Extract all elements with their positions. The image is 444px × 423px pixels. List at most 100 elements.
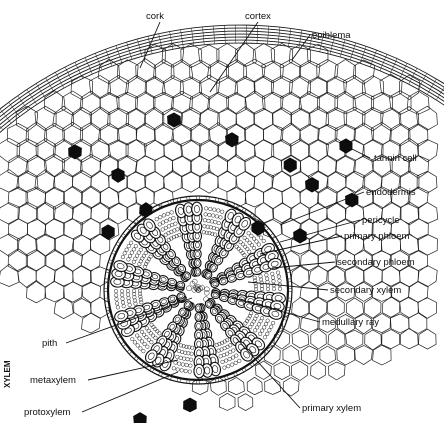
tannin-cell	[69, 145, 82, 159]
phloem-cell	[176, 368, 180, 372]
parenchyma-cell	[154, 123, 174, 146]
phloem-cell	[181, 363, 185, 367]
phloem-cell	[278, 279, 282, 283]
parenchyma-cell	[172, 156, 191, 177]
parenchyma-cell	[17, 139, 38, 163]
phloem-cell	[228, 357, 232, 361]
parenchyma-cell	[181, 107, 201, 130]
phloem-cell	[130, 251, 134, 255]
phloem-cell	[277, 275, 281, 279]
parenchyma-cell	[199, 108, 220, 131]
parenchyma-cell	[199, 171, 218, 194]
parenchyma-cell	[100, 92, 119, 114]
phloem-cell	[235, 354, 239, 358]
parenchyma-cell	[219, 393, 235, 410]
phloem-cell	[231, 356, 235, 360]
parenchyma-cell	[227, 93, 247, 115]
phloem-cell	[221, 360, 225, 364]
parenchyma-cell	[126, 139, 146, 162]
phloem-cell	[238, 359, 242, 363]
tannin-cell	[102, 225, 114, 239]
parenchyma-cell	[409, 281, 429, 302]
phloem-cell	[159, 215, 163, 219]
parenchyma-cell	[90, 107, 110, 131]
phloem-cell	[268, 329, 272, 333]
phloem-cell	[158, 332, 162, 336]
phloem-cell	[265, 277, 269, 281]
phloem-cell	[209, 207, 213, 211]
parenchyma-cell	[283, 346, 300, 364]
parenchyma-cell	[16, 106, 38, 131]
phloem-cell	[114, 294, 118, 298]
phloem-cell	[139, 248, 143, 252]
parenchyma-cell	[36, 139, 56, 162]
phloem-cell	[145, 327, 149, 331]
parenchyma-cell	[345, 171, 364, 193]
parenchyma-cell	[335, 155, 355, 177]
parenchyma-cell	[62, 91, 83, 115]
parenchyma-cell	[227, 154, 245, 176]
phloem-cell	[253, 329, 257, 333]
parenchyma-cell	[407, 91, 429, 114]
parenchyma-cell	[419, 329, 437, 349]
parenchyma-cell	[400, 202, 419, 225]
parenchyma-cell	[281, 92, 302, 115]
phloem-cell	[168, 218, 172, 222]
parenchyma-cell	[281, 123, 302, 146]
parenchyma-cell	[265, 378, 281, 394]
parenchyma-cell	[245, 91, 265, 115]
xylem-vessel	[195, 304, 201, 312]
xylem-vessel	[195, 313, 202, 322]
phloem-cell	[237, 247, 241, 251]
phloem-cell	[126, 293, 130, 297]
cork-cell-wall	[85, 58, 92, 74]
phloem-cell	[265, 273, 269, 277]
parenchyma-cell	[274, 362, 290, 380]
phloem-cell	[132, 248, 136, 252]
parenchyma-cell	[354, 123, 374, 145]
parenchyma-cell	[245, 156, 264, 178]
label-cortex: cortex	[245, 11, 271, 22]
parenchyma-cell	[355, 346, 373, 365]
parenchyma-cell	[263, 156, 282, 178]
parenchyma-cell	[8, 219, 27, 241]
phloem-cell	[166, 212, 170, 216]
cork-cell-wall	[75, 62, 83, 78]
label-metaxylem: metaxylem	[30, 375, 76, 386]
parenchyma-cell	[63, 249, 82, 271]
phloem-cell	[136, 344, 140, 348]
parenchyma-cell	[26, 187, 46, 209]
parenchyma-cell	[262, 92, 283, 114]
tannin-cell	[340, 139, 352, 153]
phloem-cell	[154, 327, 158, 331]
phloem-cell	[211, 214, 215, 218]
tannin-cell	[306, 178, 319, 192]
parenchyma-cell	[0, 264, 19, 286]
parenchyma-cell	[235, 140, 255, 161]
cork-layer	[0, 31, 444, 232]
phloem-cell	[184, 369, 188, 373]
phloem-cell	[214, 220, 218, 224]
phloem-cell	[272, 287, 276, 291]
parenchyma-cell	[318, 124, 338, 145]
parenchyma-cell	[44, 123, 65, 147]
phloem-cell	[174, 222, 178, 226]
phloem-cell	[227, 364, 231, 368]
phloem-cell	[162, 214, 166, 218]
parenchyma-cell	[326, 107, 347, 130]
phloem-cell	[122, 304, 126, 308]
phloem-cell	[276, 271, 280, 275]
phloem-cell	[140, 340, 144, 344]
parenchyma-cell	[418, 266, 437, 287]
parenchyma-cell	[217, 44, 238, 68]
tannin-cell	[168, 113, 181, 127]
parenchyma-cell	[417, 106, 438, 130]
phloem-cell	[127, 300, 131, 304]
parenchyma-cell	[0, 234, 19, 256]
tannin-cell	[134, 413, 147, 423]
label-pericycle: pericycle	[362, 215, 400, 226]
parenchyma-cell	[290, 139, 310, 162]
label-primary-phloem: primary phloem	[344, 231, 410, 242]
parenchyma-cell	[264, 188, 283, 209]
